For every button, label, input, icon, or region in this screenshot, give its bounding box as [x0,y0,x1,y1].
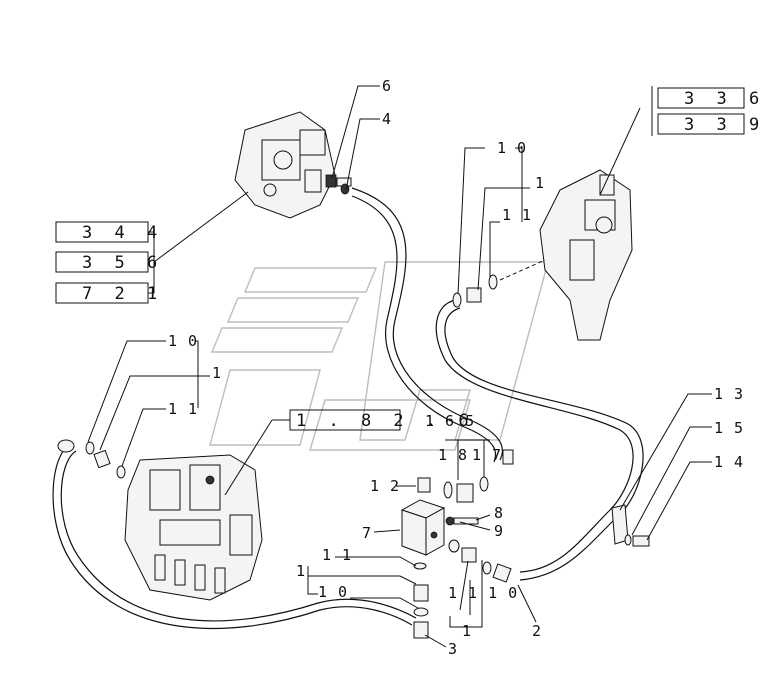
valve-top-right [539,169,633,341]
callout-11-bottom: 1 1 [322,546,352,564]
fittings [57,259,546,639]
ref-box-339 [657,113,745,135]
callout-9: 9 [494,522,504,540]
watermark-logo [209,261,549,451]
callout-1-top: 1 [535,174,545,192]
ref-box-344-text: 3 4 4 [82,223,163,243]
callout-15: 1 5 [714,419,744,437]
ref-box-group-top-right: 3 3 6 3 3 9 [599,86,764,196]
callout-11-top: 1 1 [502,206,532,224]
callout-10-left: 1 0 [168,332,198,350]
callout-8: 8 [494,504,504,522]
valve-block-7 [400,499,479,556]
callout-3: 3 [448,640,458,658]
bracket-13 [611,504,650,547]
ref-box-336-text: 3 3 6 [684,89,764,109]
leader-lines [87,85,712,648]
ref-box-356-text: 3 5 6 [82,253,163,273]
ref-box-356 [55,251,149,273]
callout-4: 4 [382,110,392,128]
callout-1-left: 1 [212,364,222,382]
ref-box-group-left: 3 4 4 3 5 6 7 2 1 [55,191,249,304]
callout-13: 1 3 [714,385,744,403]
callout-18: 1 8 [438,446,468,464]
callout-labels: 6 4 1 0 1 1 1 1 0 1 1 1 1 3 1 5 1 4 1 2 … [168,77,744,658]
callout-10-top: 1 0 [497,139,527,157]
callout-1-center: 1 [462,622,472,640]
callout-11-left: 1 1 [168,400,198,418]
callout-6: 6 [382,77,392,95]
callout-1-bottom: 1 [296,562,306,580]
hoses [52,187,644,630]
callout-1110: 1 1 1 0 [448,584,518,602]
ref-box-165-text: 1 6 5 [425,412,475,430]
callout-2: 2 [532,622,542,640]
callout-14: 1 4 [714,453,744,471]
callout-12: 1 2 [370,477,400,495]
control-valve-lower-left [124,454,263,601]
pump-top-left [234,111,352,219]
ref-box-339-text: 3 3 9 [684,115,764,135]
ref-box-721-text: 7 2 1 [82,284,163,304]
ref-box-1826-text: 1 . 8 2 . 6 [296,411,475,431]
ref-box-group-center: 1 . 8 2 . 6 1 6 5 [224,409,475,496]
callout-10-bottom: 1 0 [318,583,348,601]
callout-7: 7 [362,524,372,542]
ref-box-336 [657,87,745,109]
callout-17: 1 7 [472,446,502,464]
